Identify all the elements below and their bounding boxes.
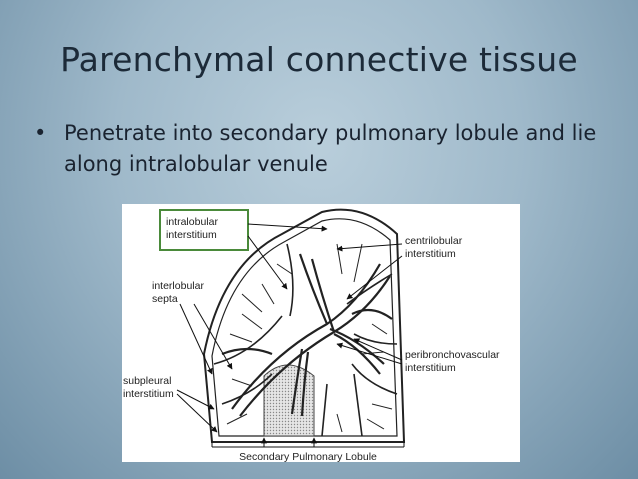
- label-interlobular-1: interlobular: [152, 280, 204, 292]
- bullet-item: • Penetrate into secondary pulmonary lob…: [34, 118, 624, 180]
- label-centrilobular-1: centrilobular: [405, 235, 463, 247]
- bullet-marker: •: [34, 121, 47, 145]
- label-arrows: [176, 223, 403, 433]
- label-peribronchovascular-2: interstitium: [405, 362, 456, 374]
- highlight-box: [159, 209, 249, 251]
- label-subpleural-2: interstitium: [123, 388, 174, 400]
- bullet-list: • Penetrate into secondary pulmonary lob…: [34, 118, 624, 180]
- diagram-caption: Secondary Pulmonary Lobule: [239, 451, 377, 462]
- lobule-diagram-svg: intralobular interstitium centrilobular …: [123, 208, 500, 462]
- slide-title: Parenchymal connective tissue: [60, 40, 578, 79]
- bracket-arrows: [261, 437, 317, 447]
- bronchovascular-bundle: [221, 253, 393, 417]
- lobule-bracket: [211, 440, 405, 448]
- bullet-text: Penetrate into secondary pulmonary lobul…: [64, 121, 597, 176]
- label-peribronchovascular-1: peribronchovascular: [405, 349, 500, 361]
- label-intralobular-2: interstitium: [166, 229, 217, 241]
- lobule-inner-outline: [211, 218, 398, 437]
- label-interlobular-2: septa: [152, 293, 178, 305]
- label-subpleural-1: subpleural: [123, 375, 171, 387]
- interlobular-septa: [213, 243, 398, 437]
- shaded-acinus: [263, 364, 315, 437]
- intralobular-lines: [226, 243, 393, 433]
- lobule-diagram: intralobular interstitium centrilobular …: [122, 204, 520, 462]
- lobule-outline: [202, 208, 406, 443]
- label-intralobular-1: intralobular: [166, 216, 218, 228]
- label-centrilobular-2: interstitium: [405, 248, 456, 260]
